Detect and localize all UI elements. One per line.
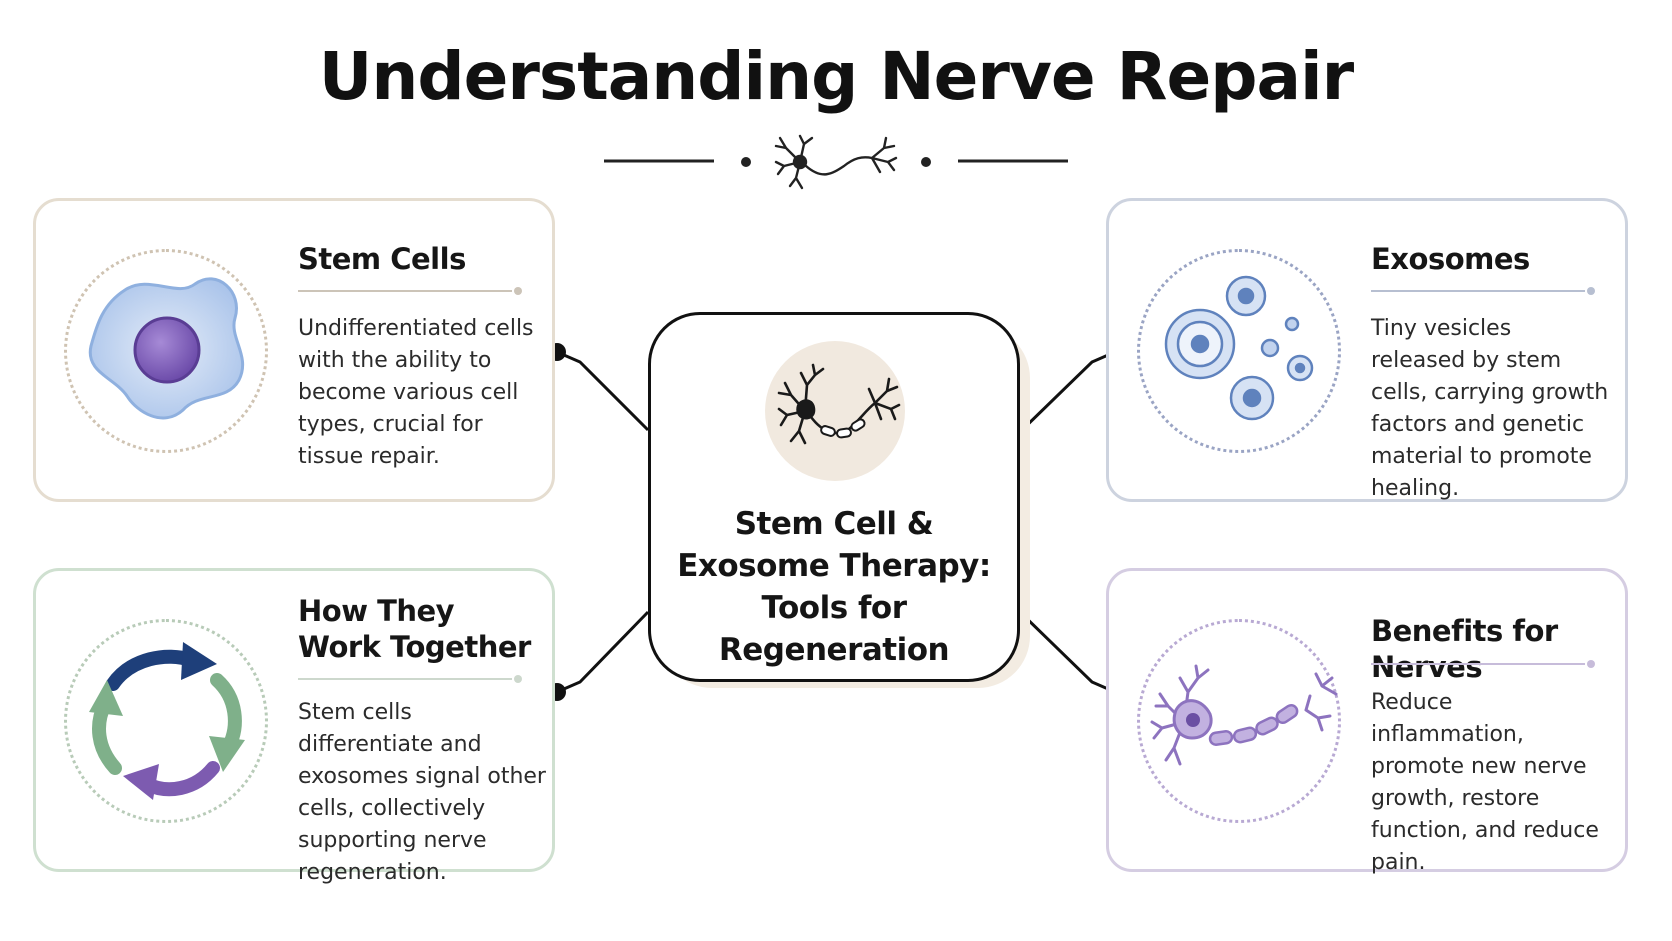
stem-cell-icon-ring [64, 249, 268, 453]
purple-neuron-icon-ring [1137, 619, 1341, 823]
stem-cells-description: Undifferentiated cells with the ability … [298, 316, 534, 469]
neuron-divider-icon [774, 134, 898, 190]
center-card: Stem Cell & Exosome Therapy: Tools for R… [648, 312, 1020, 682]
stem-cells-rule [298, 287, 522, 295]
stem-cells-title: Stem Cells [298, 242, 466, 276]
exosomes-card: Exosomes Tiny vesicles released by stem … [1106, 198, 1628, 502]
benefits-for-nerves-title: Benefits for Nerves [1371, 614, 1558, 684]
how-they-work-together-description: Stem cells differentiate and exosomes si… [298, 700, 546, 885]
exosomes-title: Exosomes [1371, 242, 1530, 276]
cycle-arrows-icon [89, 642, 245, 800]
page-title: Understanding Nerve Repair [318, 38, 1354, 115]
center-icon-badge [765, 341, 905, 481]
benefits-for-nerves-card: Benefits for Nerves Reduce inflammation,… [1106, 568, 1628, 875]
benefits-for-nerves-description: Reduce inflammation, promote new nerve g… [1371, 690, 1599, 875]
stem-cell-icon [88, 277, 245, 420]
exosome-vesicles-icon [1164, 275, 1314, 421]
purple-neuron-icon [1150, 664, 1338, 766]
exosome-icon-ring [1137, 249, 1341, 453]
center-title-line-3: Tools for Regeneration [718, 590, 950, 668]
exosomes-rule [1371, 287, 1595, 295]
exosomes-description: Tiny vesicles released by stem cells, ca… [1371, 316, 1609, 501]
title-line-2: Work Together [298, 630, 531, 664]
how-they-work-together-rule [298, 675, 522, 683]
neuron-icon [777, 363, 901, 445]
center-title: Stem Cell & Exosome Therapy: Tools for R… [651, 503, 1017, 671]
how-they-work-together-title: How They Work Together [298, 593, 531, 665]
title-line-1: How They [298, 594, 455, 628]
benefits-for-nerves-rule [1371, 660, 1595, 668]
stem-cells-card: Stem Cells Undifferentiated cells with t… [33, 198, 555, 502]
how-they-work-together-card: How They Work Together Stem cells differ… [33, 568, 555, 885]
center-title-line-1: Stem Cell & [734, 506, 934, 542]
title-divider [604, 134, 1068, 190]
cycle-icon-ring [64, 619, 268, 823]
center-title-line-2: Exosome Therapy: [677, 548, 991, 584]
